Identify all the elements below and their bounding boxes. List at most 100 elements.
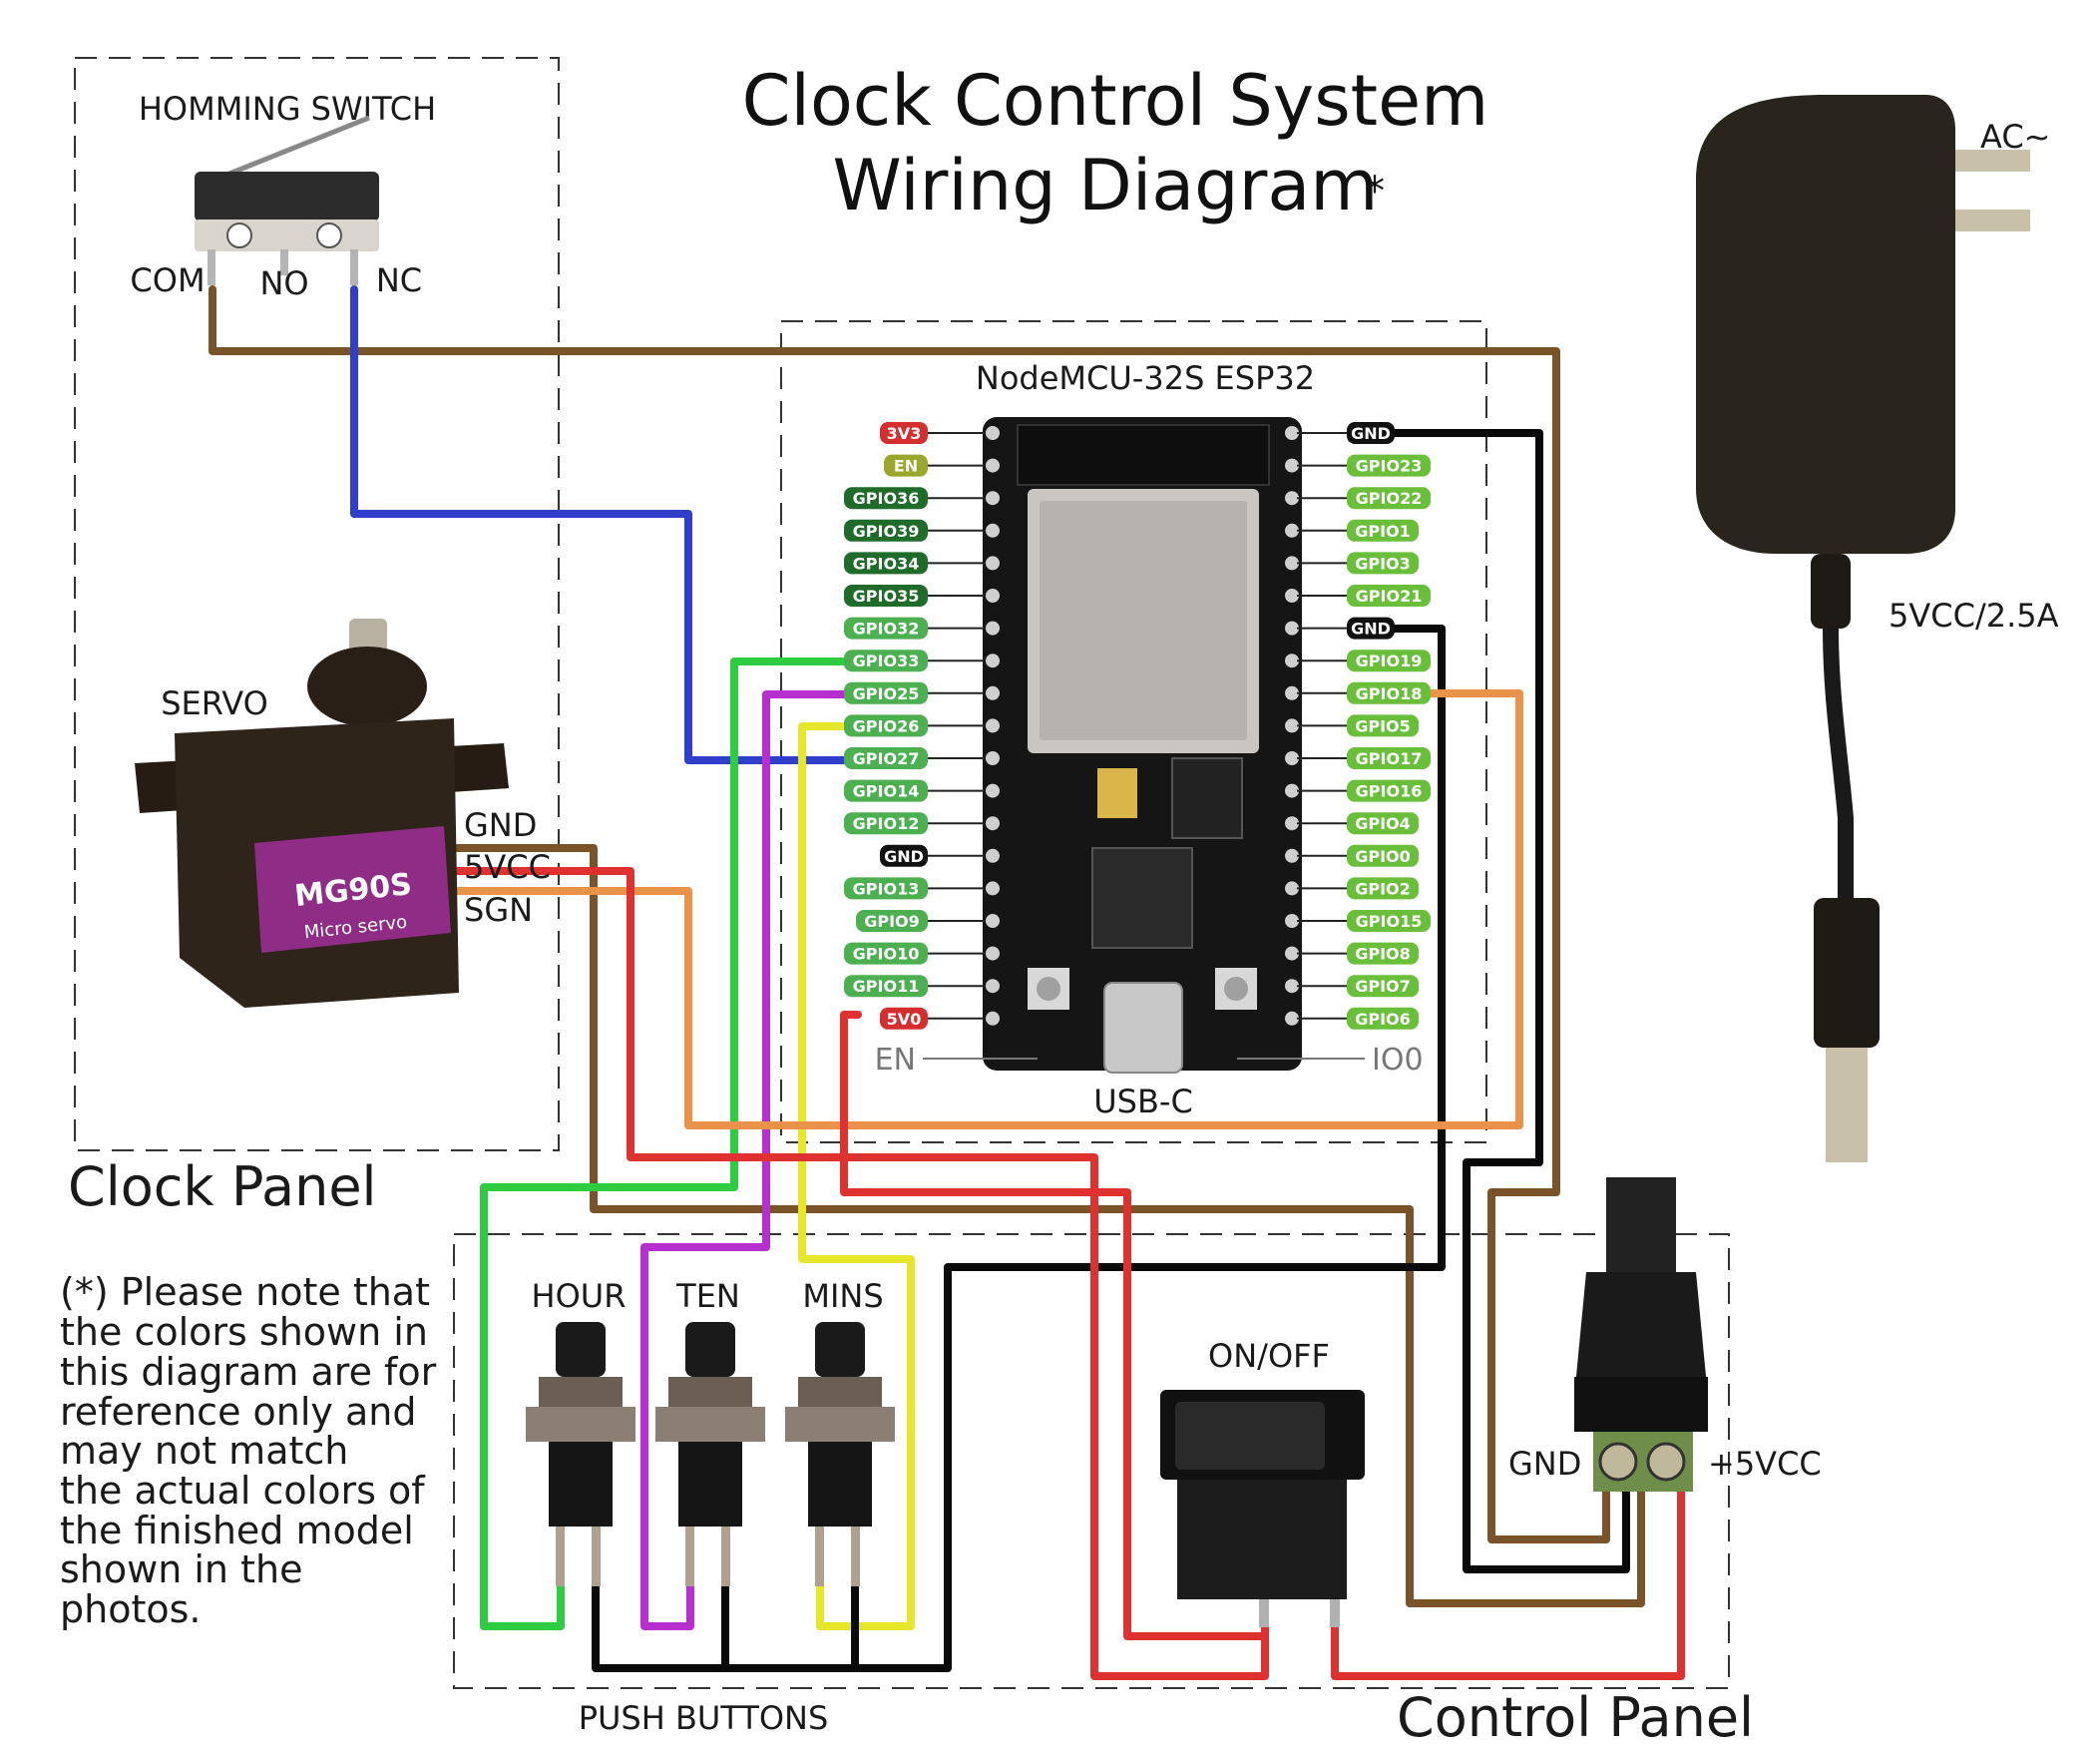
button-nut <box>526 1407 635 1442</box>
pin-label-bg <box>856 910 928 932</box>
header-pin <box>1285 685 1299 700</box>
board-module-shield <box>1040 501 1247 740</box>
wire-yellow-mins <box>798 722 915 1630</box>
switch-body-top <box>195 172 379 221</box>
pin-label: GPIO0 <box>1355 847 1411 866</box>
jack-top-block <box>1574 1377 1708 1432</box>
pin-label-bg <box>1347 454 1431 477</box>
pin-label: GPIO5 <box>1355 716 1411 735</box>
wires <box>209 285 1685 1680</box>
terminal-no-label: NO <box>259 264 308 302</box>
header-pin <box>1285 718 1299 733</box>
button-collar <box>798 1377 882 1407</box>
adapter-barrel <box>1826 1048 1868 1162</box>
pin-label-bg <box>844 617 928 640</box>
header-pin <box>1285 491 1299 506</box>
header-pin <box>986 426 1000 440</box>
pin-label: GPIO35 <box>853 587 920 606</box>
board-box <box>780 320 1487 1143</box>
pin-label: 5V0 <box>887 1010 922 1029</box>
push-buttons: HOUR TEN MINS <box>526 1277 895 1586</box>
header-pin <box>1285 654 1299 668</box>
header-pin <box>986 881 1000 896</box>
jack-screw-vcc <box>1646 1442 1686 1482</box>
pin-label-bg <box>880 422 928 444</box>
pin-label-bg <box>1347 552 1419 575</box>
button-cap <box>685 1322 735 1377</box>
header-pin <box>986 685 1000 700</box>
pin-label: GPIO17 <box>1356 749 1423 768</box>
en-button-label: EN <box>875 1043 916 1078</box>
title-line-2: Wiring Diagram <box>833 145 1379 226</box>
right-pin-list: GNDGPIO23GPIO22GPIO1GPIO3GPIO21GNDGPIO19… <box>1285 422 1431 1030</box>
switch-hole <box>316 222 342 248</box>
pin-label-bg <box>884 454 928 477</box>
adapter-body <box>1696 95 1955 554</box>
pin-label: GPIO13 <box>853 879 920 898</box>
pin-label: GND <box>1351 620 1391 639</box>
on-off-switch: ON/OFF <box>1160 1337 1365 1627</box>
push-button-hour: HOUR <box>526 1277 635 1586</box>
header-pin <box>986 914 1000 928</box>
pin-label: GPIO12 <box>853 814 920 833</box>
pin-label-bg <box>1347 877 1419 900</box>
button-collar <box>668 1377 752 1407</box>
pin-label-bg <box>844 519 928 542</box>
pin-label-bg <box>844 812 928 835</box>
pin-label: GND <box>884 847 924 866</box>
pin-label-bg <box>844 942 928 965</box>
pin-label: GPIO15 <box>1356 912 1423 931</box>
button-leg <box>815 1527 824 1586</box>
button-collar <box>539 1377 623 1407</box>
button-cap <box>815 1322 865 1377</box>
button-leg <box>721 1527 730 1586</box>
terminal-nc-label: NC <box>376 261 422 299</box>
board-button-en-cap <box>1037 977 1060 1001</box>
wire-orange-sgn <box>453 689 1523 1129</box>
header-pin <box>1285 458 1299 473</box>
servo: SERVO MG90S Micro servo GND 5VCC SGN <box>135 619 551 1008</box>
adapter-plug <box>1814 898 1880 1048</box>
switch-terminal <box>350 249 358 285</box>
pin-label-bg <box>1347 650 1431 672</box>
adapter-ac-label: AC~ <box>1980 118 2050 156</box>
header-pin <box>1285 914 1299 928</box>
header-pin <box>1285 621 1299 636</box>
pin-label-bg <box>844 747 928 769</box>
switch-terminal <box>1259 1599 1269 1627</box>
pin-label-bg <box>1347 1007 1419 1030</box>
pin-label: GND <box>1351 424 1391 443</box>
push-button-mins: MINS <box>785 1277 895 1586</box>
header-pin <box>1285 783 1299 798</box>
pin-label-bg <box>1347 714 1419 737</box>
pin-label-bg <box>1347 942 1419 965</box>
button-body <box>549 1442 613 1527</box>
servo-pin-sgn: SGN <box>464 891 533 929</box>
jack-vcc-label: +5VCC <box>1708 1445 1822 1483</box>
button-leg <box>592 1527 601 1586</box>
wire-purple-ten <box>640 690 862 1630</box>
header-pin <box>986 946 1000 961</box>
switch-terminal <box>208 249 215 285</box>
pin-label-bg <box>1347 487 1431 510</box>
header-pin <box>986 816 1000 831</box>
pin-label: GPIO11 <box>853 977 920 996</box>
header-pin <box>986 718 1000 733</box>
pin-label-bg <box>1347 812 1419 835</box>
usb-c-label: USB-C <box>1093 1083 1193 1120</box>
wire-black-gnd <box>1371 429 1630 1573</box>
board-capacitor <box>1097 768 1137 818</box>
title-line-1: Clock Control System <box>742 60 1489 142</box>
push-buttons-label: PUSH BUTTONS <box>579 1699 829 1737</box>
servo-top <box>307 647 427 726</box>
wire-red-jack <box>1331 1438 1685 1680</box>
pin-label-bg <box>1347 422 1395 444</box>
pin-label: GPIO18 <box>1356 684 1423 703</box>
pin-label-bg <box>844 714 928 737</box>
note-line: shown in the <box>60 1547 302 1591</box>
pin-label-bg <box>844 975 928 998</box>
pin-label: GPIO23 <box>1356 457 1423 476</box>
pin-label-bg <box>1347 747 1431 769</box>
header-pin <box>1285 426 1299 440</box>
